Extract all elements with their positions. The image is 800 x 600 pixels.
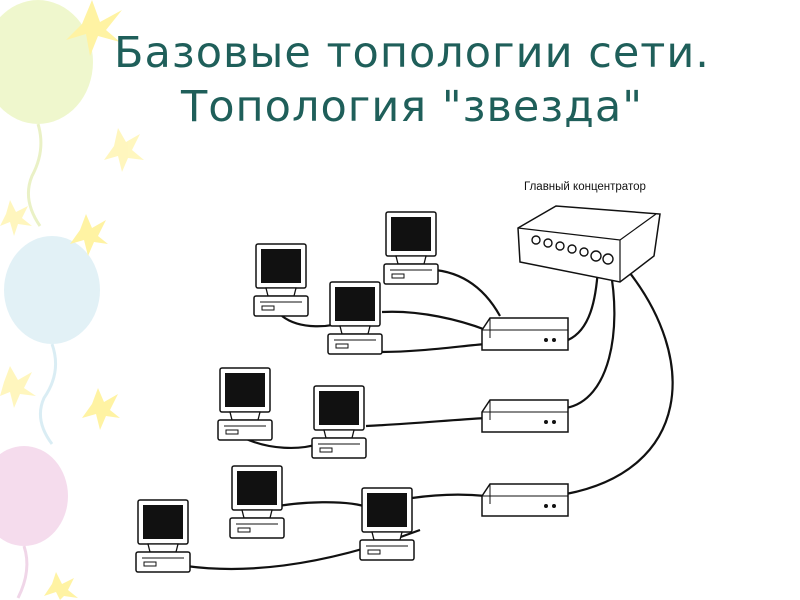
hub-1: [481, 317, 569, 351]
star-decoration: [66, 0, 122, 56]
computer: [327, 281, 383, 355]
main-hub-label: Главный концентратор: [524, 181, 646, 193]
cable: [381, 310, 487, 332]
slide-title: Базовые топологии сети. Топология "звезд…: [62, 26, 762, 134]
port: [567, 244, 577, 254]
port: [555, 241, 565, 251]
hub-2: [481, 399, 569, 433]
title-line-2: Топология "звезда": [180, 82, 644, 132]
star-decoration: [0, 200, 32, 236]
computer: [229, 465, 285, 539]
port: [602, 253, 614, 265]
computer: [253, 243, 309, 317]
uplink-cable: [567, 267, 600, 342]
star-decoration: [70, 214, 108, 256]
port: [590, 250, 602, 262]
star-decoration: [82, 388, 120, 430]
uplink-cable: [565, 267, 616, 410]
cable: [365, 416, 487, 428]
computer: [359, 487, 415, 561]
port: [543, 238, 553, 248]
computer: [311, 385, 367, 459]
computer: [383, 211, 439, 285]
port: [531, 235, 541, 245]
star-decoration: [0, 366, 36, 408]
star-decoration: [104, 128, 144, 172]
star-decoration: [44, 572, 78, 600]
pink-balloon: [0, 446, 68, 546]
blue-balloon: [4, 236, 100, 344]
green-balloon: [0, 0, 93, 124]
computer: [135, 499, 191, 573]
port: [579, 247, 589, 257]
hub-3: [481, 483, 569, 517]
uplink-cable: [565, 267, 674, 496]
computer: [217, 367, 273, 441]
main-hub: [517, 205, 661, 283]
cable: [411, 493, 487, 500]
title-line-1: Базовые топологии сети.: [114, 28, 710, 78]
cable: [379, 342, 487, 354]
